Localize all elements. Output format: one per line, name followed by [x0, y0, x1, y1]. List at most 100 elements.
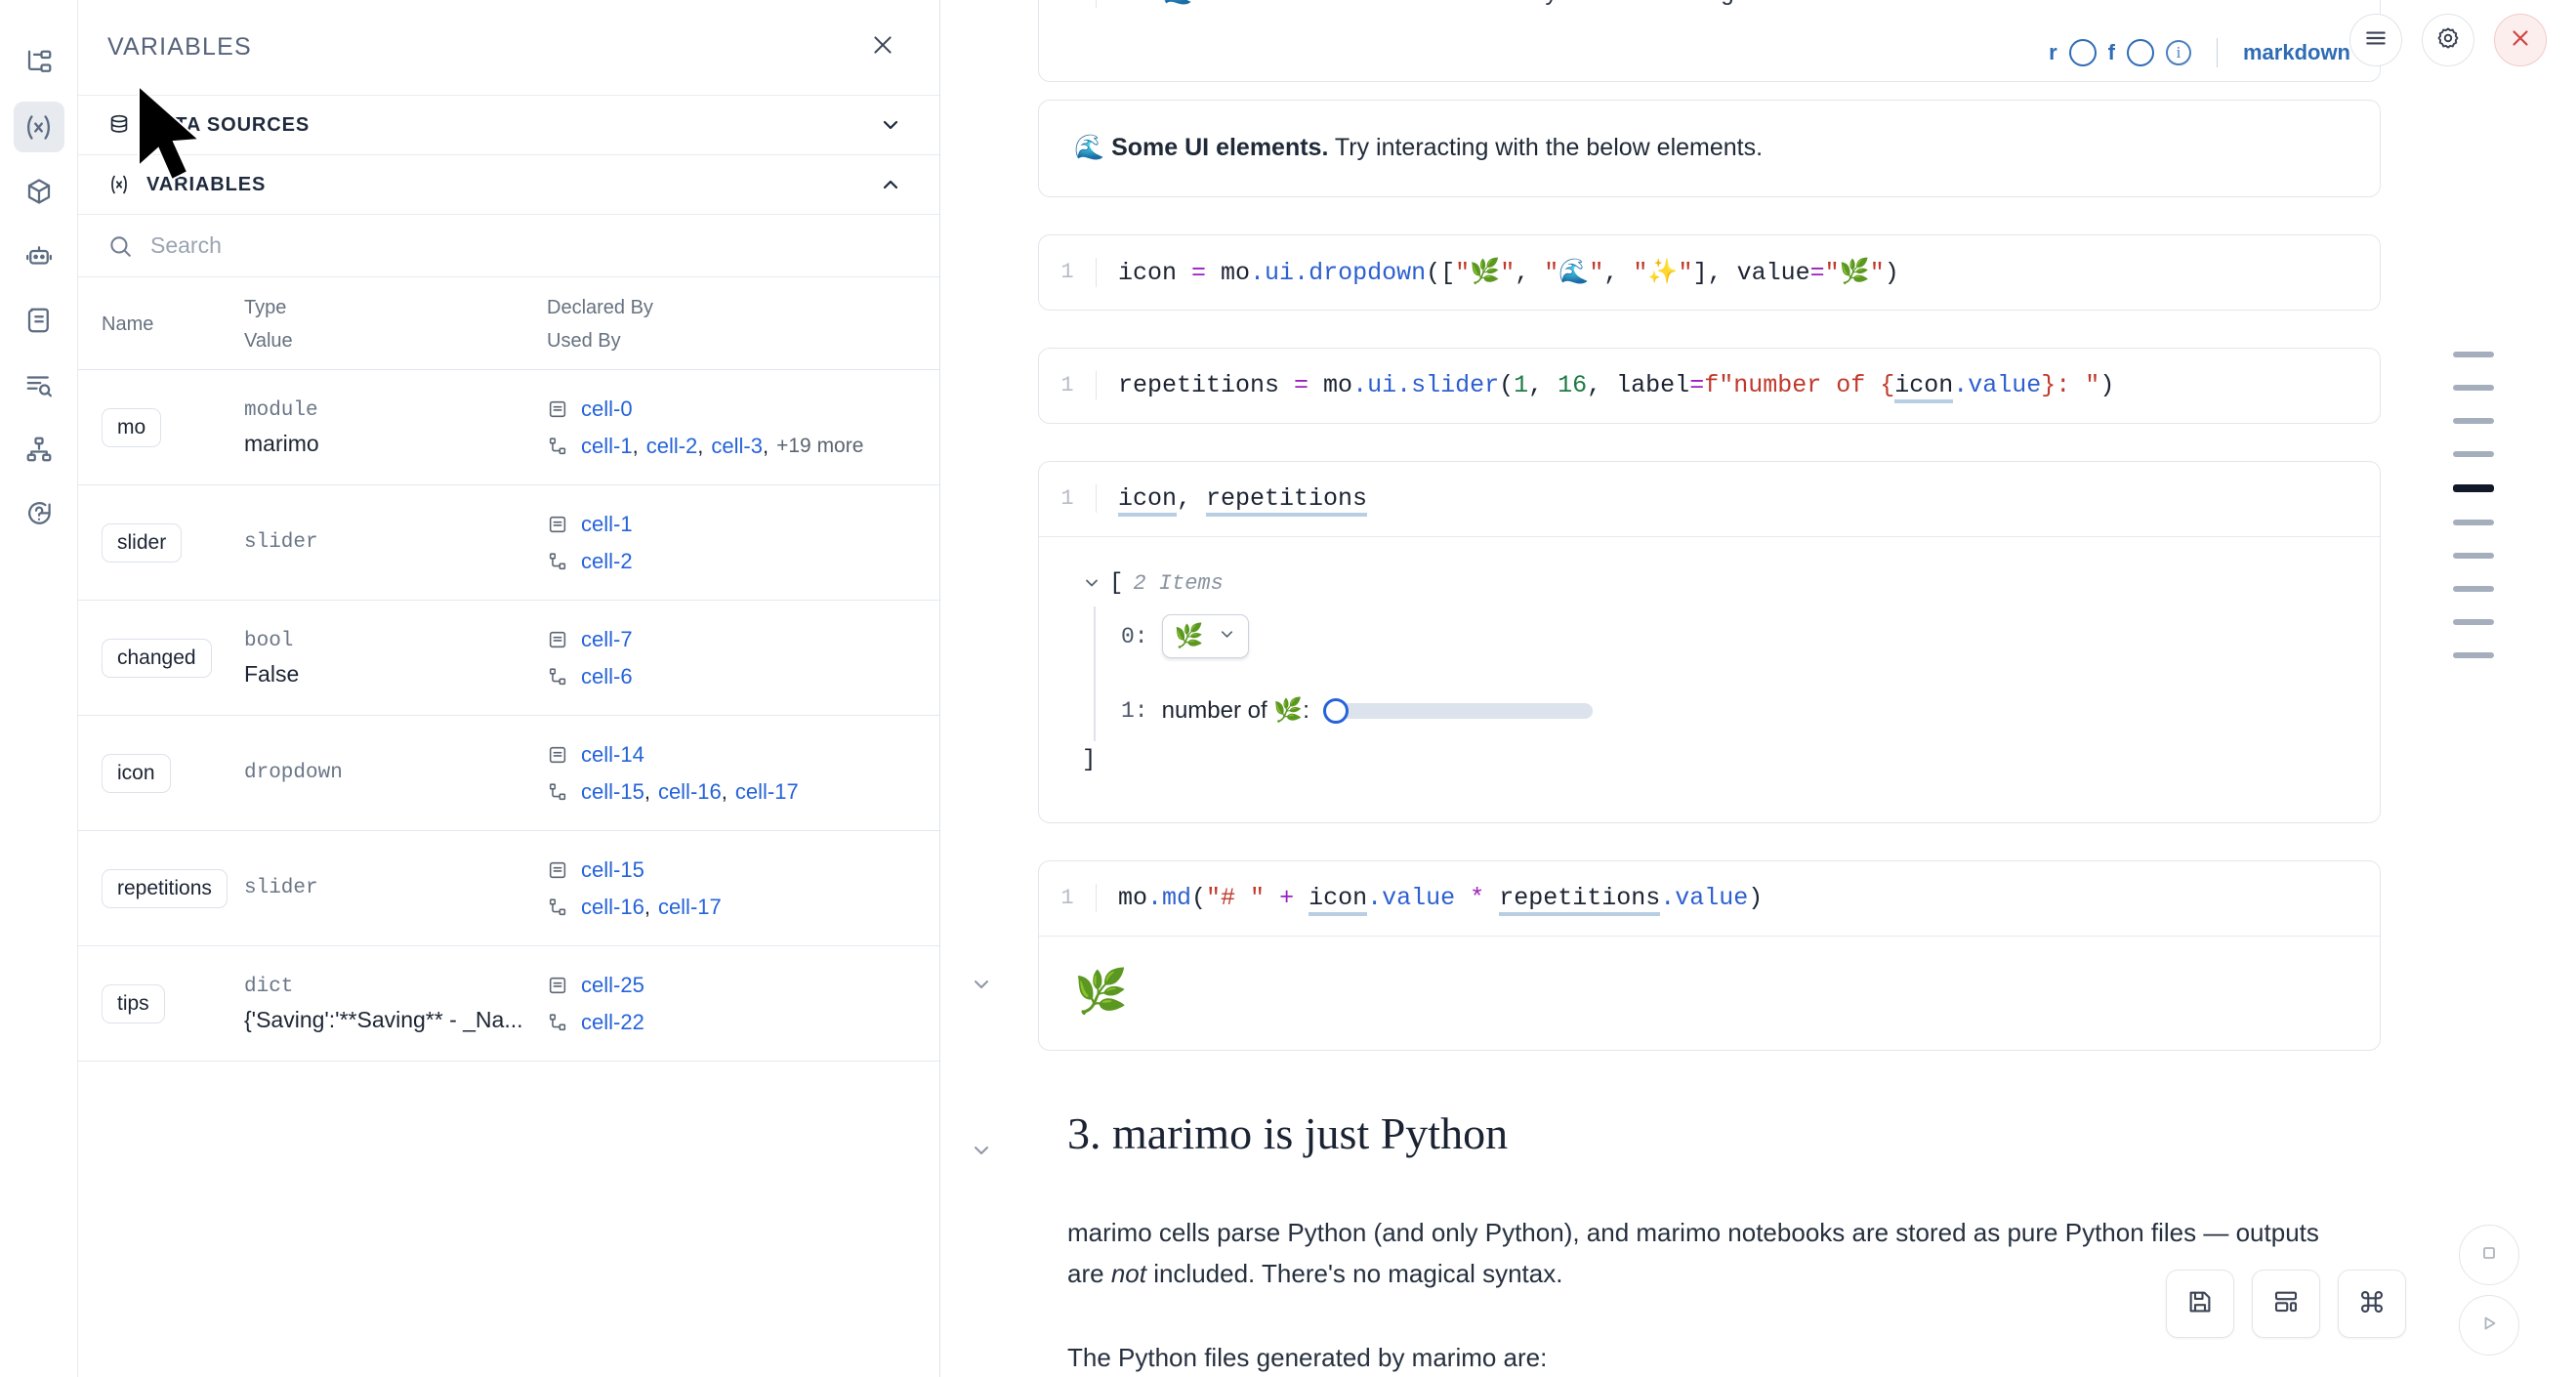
cell-link[interactable]: cell-2	[645, 433, 698, 458]
cell-link[interactable]: cell-16	[657, 778, 722, 804]
cell-link[interactable]: cell-17	[734, 778, 799, 804]
declared-by-line: cell-15	[547, 852, 924, 889]
minimap-bar[interactable]	[2453, 385, 2494, 391]
close-button[interactable]	[2494, 14, 2547, 66]
sidebar-item-help[interactable]	[14, 488, 64, 539]
markdown-source-line[interactable]: 1 """🌊 Some UI elements.""" Try interact…	[1039, 0, 2380, 30]
panel-close-button[interactable]	[863, 28, 902, 67]
minimap-bar[interactable]	[2453, 586, 2494, 592]
chevron-down-icon[interactable]	[879, 113, 902, 137]
sidebar-item-outline[interactable]	[14, 295, 64, 346]
section-collapse-chevron[interactable]	[970, 1139, 993, 1162]
sidebar-item-logs[interactable]	[14, 359, 64, 410]
minimap-bar[interactable]	[2453, 520, 2494, 525]
minimap-bar[interactable]	[2453, 352, 2494, 357]
variable-type: dict	[244, 976, 294, 998]
chevron-down-icon	[1218, 623, 1236, 649]
sidebar-item-packages[interactable]	[14, 166, 64, 217]
slider-track[interactable]	[1340, 702, 1593, 719]
minimap[interactable]	[2453, 352, 2494, 658]
run-button[interactable]	[2459, 1295, 2519, 1356]
cell-link-separator: ,	[644, 894, 650, 919]
declared-by-line: cell-25	[547, 967, 924, 1004]
package-cube-icon	[24, 177, 54, 206]
sidebar-item-dependency-graph[interactable]	[14, 424, 64, 475]
code-line[interactable]: 1 icon = mo.ui.dropdown(["🌿", "🌊", "✨"],…	[1039, 235, 2380, 310]
minimap-bar[interactable]	[2453, 652, 2494, 658]
md-emoji-output: 🌿	[1074, 967, 1128, 1016]
variable-type: slider	[244, 877, 318, 899]
variable-name-chip[interactable]: repetitions	[102, 868, 228, 908]
cell-link[interactable]: cell-15	[581, 856, 644, 882]
minimap-bar[interactable]	[2453, 451, 2494, 457]
section-data-sources[interactable]: DATA SOURCES	[78, 96, 939, 155]
list-item: 0: 🌿	[1121, 606, 2337, 667]
markdown-output: 🌊 Some UI elements. Try interacting with…	[1039, 101, 2380, 196]
interrupt-button[interactable]	[2459, 1225, 2519, 1285]
list-output-header[interactable]: [ 2 Items	[1082, 570, 2337, 597]
variable-name-chip[interactable]: icon	[102, 753, 171, 793]
cell-link[interactable]: cell-22	[581, 1009, 644, 1034]
cell-link[interactable]: cell-1	[581, 511, 633, 536]
chevron-up-icon[interactable]	[879, 173, 902, 196]
slider-control[interactable]	[1322, 697, 1593, 724]
run-flag-r-toggle[interactable]	[2068, 39, 2097, 66]
used-by-more-count[interactable]: +19 more	[776, 434, 864, 457]
layout-button[interactable]	[2252, 1270, 2320, 1338]
cell-link[interactable]: cell-7	[581, 626, 633, 651]
menu-hamburger-button[interactable]	[2349, 14, 2402, 66]
code-cell-display: 1 icon, repetitions [ 2 Items	[1038, 460, 2381, 823]
variable-name-chip[interactable]: changed	[102, 638, 212, 678]
sidebar-item-variables[interactable]	[13, 102, 64, 152]
code-line[interactable]: 1 repetitions = mo.ui.slider(1, 16, labe…	[1039, 349, 2380, 423]
minimap-bar-current[interactable]	[2453, 484, 2494, 492]
minimap-bar[interactable]	[2453, 619, 2494, 625]
notebook-scroll: 1 """🌊 Some UI elements.""" Try interact…	[940, 0, 2576, 1377]
slider-thumb[interactable]	[1322, 697, 1349, 724]
cell-link-separator: ,	[721, 778, 727, 804]
settings-button[interactable]	[2422, 14, 2474, 66]
variable-type: bool	[244, 630, 294, 652]
save-button[interactable]	[2166, 1270, 2234, 1338]
minimap-bar[interactable]	[2453, 553, 2494, 559]
info-icon[interactable]: i	[2165, 40, 2191, 65]
minimap-bar[interactable]	[2453, 418, 2494, 424]
page-title: 3. marimo is just Python	[1067, 1107, 1509, 1158]
cell-link[interactable]: cell-0	[581, 396, 633, 421]
cell-document-icon	[547, 744, 568, 766]
cell-link[interactable]: cell-17	[657, 894, 722, 919]
variable-name-chip[interactable]: slider	[102, 522, 183, 563]
column-header-declared-by: Declared By	[547, 297, 653, 318]
search-input[interactable]	[148, 231, 910, 260]
sidebar-item-explorer[interactable]	[14, 37, 64, 88]
cell-link[interactable]: cell-14	[581, 741, 644, 767]
sidebar-item-chat[interactable]	[14, 230, 64, 281]
cell-link[interactable]: cell-6	[581, 663, 633, 688]
used-by-line: cell-1,cell-2,cell-3,+19 more	[547, 428, 924, 465]
dropdown-select[interactable]: 🌿	[1161, 614, 1249, 658]
dependency-link-icon	[547, 897, 568, 918]
section-variables[interactable]: VARIABLES	[78, 155, 939, 215]
freeze-flag-f-toggle[interactable]	[2126, 39, 2154, 66]
list-item-index: 1:	[1121, 697, 1148, 724]
cell-link[interactable]: cell-2	[581, 548, 633, 573]
command-palette-button[interactable]	[2338, 1270, 2406, 1338]
cell-link[interactable]: cell-3	[711, 433, 763, 458]
variable-name-chip[interactable]: mo	[102, 407, 162, 447]
prose-section: 3. marimo is just Python marimo cells pa…	[975, 1107, 2381, 1377]
cell-link[interactable]: cell-25	[581, 972, 644, 997]
language-tag[interactable]: markdown	[2242, 40, 2350, 64]
notebook-area: 1 """🌊 Some UI elements.""" Try interact…	[940, 0, 2576, 1377]
code-line[interactable]: 1 icon, repetitions	[1039, 462, 2380, 536]
cell-collapse-chevron[interactable]	[970, 973, 993, 996]
cell-link[interactable]: cell-1	[581, 433, 633, 458]
code-line[interactable]: 1 mo.md("# " + icon.value * repetitions.…	[1039, 861, 2380, 936]
cell-link[interactable]: cell-15	[581, 778, 644, 804]
prose-text-em: not	[1110, 1258, 1146, 1288]
variable-name-chip[interactable]: tips	[102, 983, 165, 1023]
dependency-link-icon	[547, 781, 568, 803]
cell-link[interactable]: cell-16	[581, 894, 644, 919]
line-number: 1	[1060, 886, 1074, 910]
chevron-down-icon[interactable]	[1082, 573, 1101, 593]
